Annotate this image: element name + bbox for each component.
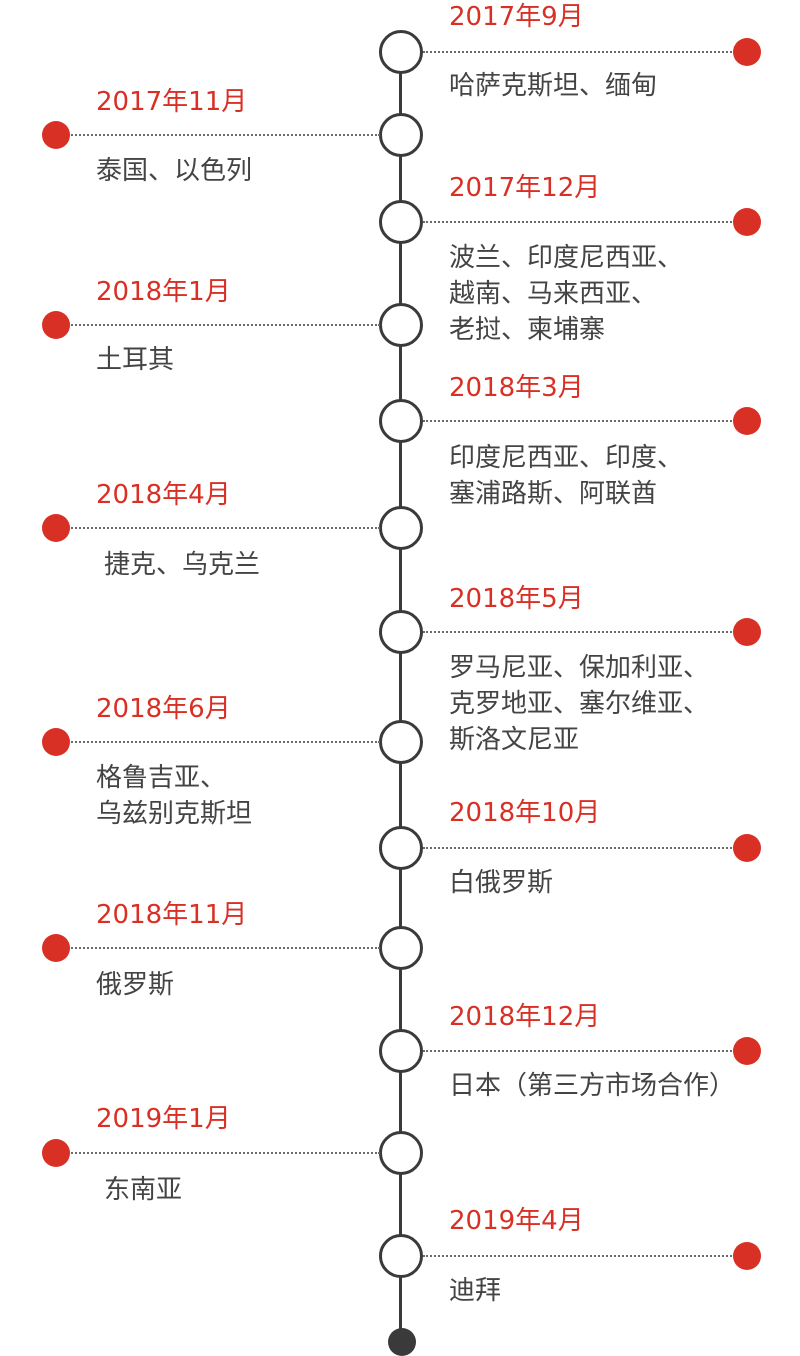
timeline-axis	[399, 52, 402, 1342]
timeline-node	[379, 399, 423, 443]
event-description: 日本（第三方市场合作）	[449, 1071, 736, 1101]
dotted-connector	[60, 1152, 380, 1154]
dotted-connector	[60, 527, 380, 529]
dotted-connector	[423, 51, 743, 53]
timeline-node	[379, 826, 423, 870]
event-date: 2018年4月	[96, 480, 231, 510]
event-date: 2019年4月	[449, 1206, 584, 1236]
dotted-connector	[423, 631, 743, 633]
timeline-node	[379, 200, 423, 244]
timeline-node	[379, 1131, 423, 1175]
event-description: 俄罗斯	[96, 970, 175, 1000]
dotted-connector	[60, 741, 380, 743]
event-description: 捷克、乌克兰	[104, 550, 261, 580]
event-date: 2018年5月	[449, 584, 584, 614]
timeline-node	[379, 506, 423, 550]
event-description: 波兰、印度尼西亚、越南、马来西亚、老挝、柬埔寨	[449, 243, 684, 345]
event-description: 东南亚	[104, 1175, 183, 1205]
event-date: 2017年11月	[96, 87, 248, 117]
event-marker-dot	[733, 1037, 761, 1065]
event-date: 2018年1月	[96, 277, 231, 307]
event-date: 2017年12月	[449, 173, 601, 203]
dotted-connector	[423, 1050, 743, 1052]
event-date: 2017年9月	[449, 2, 584, 32]
event-marker-dot	[42, 1139, 70, 1167]
event-marker-dot	[733, 1242, 761, 1270]
timeline-node	[379, 1234, 423, 1278]
timeline-node	[379, 720, 423, 764]
event-description: 哈萨克斯坦、缅甸	[449, 71, 658, 101]
dotted-connector	[423, 221, 743, 223]
dotted-connector	[423, 847, 743, 849]
event-description: 罗马尼亚、保加利亚、克罗地亚、塞尔维亚、斯洛文尼亚	[449, 653, 710, 755]
event-marker-dot	[733, 407, 761, 435]
event-description: 印度尼西亚、印度、塞浦路斯、阿联酋	[449, 443, 684, 509]
dotted-connector	[423, 1255, 743, 1257]
event-description: 泰国、以色列	[96, 156, 253, 186]
timeline-node	[379, 113, 423, 157]
event-marker-dot	[733, 618, 761, 646]
event-date: 2018年6月	[96, 694, 231, 724]
event-description: 迪拜	[449, 1276, 502, 1306]
event-description: 白俄罗斯	[449, 868, 554, 898]
event-marker-dot	[42, 728, 70, 756]
timeline-node	[379, 926, 423, 970]
event-date: 2018年11月	[96, 900, 248, 930]
event-marker-dot	[42, 311, 70, 339]
event-date: 2018年10月	[449, 798, 601, 828]
event-marker-dot	[733, 38, 761, 66]
timeline-node	[379, 1029, 423, 1073]
event-marker-dot	[42, 514, 70, 542]
timeline-node	[379, 303, 423, 347]
event-description: 土耳其	[96, 345, 175, 375]
dotted-connector	[60, 324, 380, 326]
timeline-end-dot	[388, 1328, 416, 1356]
dotted-connector	[423, 420, 743, 422]
event-marker-dot	[42, 934, 70, 962]
event-date: 2018年12月	[449, 1002, 601, 1032]
event-date: 2019年1月	[96, 1104, 231, 1134]
timeline-node	[379, 610, 423, 654]
event-marker-dot	[42, 121, 70, 149]
dotted-connector	[60, 947, 380, 949]
timeline-node	[379, 30, 423, 74]
event-marker-dot	[733, 834, 761, 862]
event-date: 2018年3月	[449, 373, 584, 403]
dotted-connector	[60, 134, 380, 136]
event-description: 格鲁吉亚、乌兹别克斯坦	[96, 763, 253, 829]
event-marker-dot	[733, 208, 761, 236]
